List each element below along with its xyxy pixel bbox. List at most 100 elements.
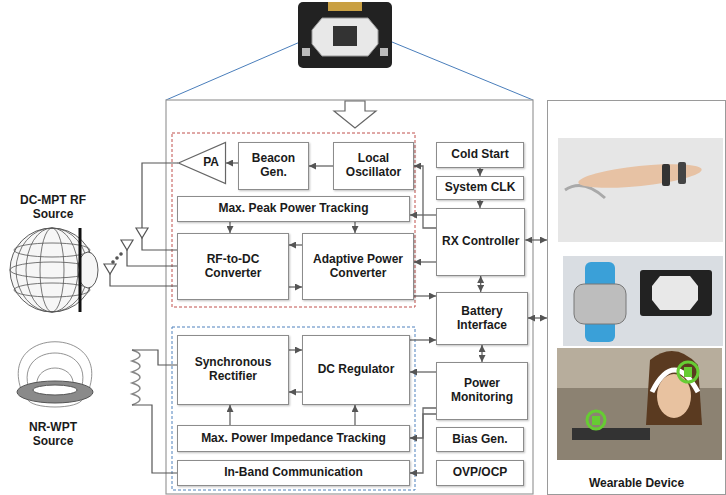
dipole bbox=[79, 228, 82, 312]
block-label: PA bbox=[203, 156, 219, 170]
block-label: Cold Start bbox=[451, 148, 508, 162]
component bbox=[380, 48, 388, 56]
photo-ground bbox=[558, 138, 723, 242]
block-label: RX Controller bbox=[442, 235, 519, 249]
charge-ring bbox=[678, 362, 698, 382]
watch-body bbox=[574, 284, 626, 324]
block-label: In-Band Communication bbox=[224, 466, 363, 480]
battery-icon bbox=[684, 367, 692, 377]
block-label: Battery Interface bbox=[440, 305, 524, 333]
signal-arrow bbox=[479, 168, 480, 176]
block-label: Synchronous Rectifier bbox=[181, 356, 285, 384]
antenna bbox=[136, 228, 148, 238]
block-label: Power Monitoring bbox=[440, 377, 524, 405]
coil-disc bbox=[17, 381, 93, 403]
battery-icon bbox=[592, 416, 600, 425]
chip bbox=[333, 26, 357, 46]
board bbox=[640, 270, 712, 316]
signal-arrow bbox=[480, 276, 481, 292]
signal-arrow bbox=[354, 222, 355, 233]
hollow-arrow bbox=[334, 101, 376, 128]
device-panel: Wearable Device bbox=[547, 100, 726, 495]
block-box: Cold Start bbox=[436, 142, 524, 168]
rf-group-outline bbox=[172, 133, 415, 307]
charge-ring bbox=[587, 411, 605, 429]
photo-ground bbox=[557, 348, 722, 460]
block-label: Local Oscillator bbox=[337, 152, 410, 180]
signal-arrow bbox=[229, 405, 230, 425]
dot bbox=[120, 253, 122, 255]
signal-arrow bbox=[289, 391, 302, 392]
block-label: Bias Gen. bbox=[452, 433, 507, 447]
dot bbox=[116, 257, 118, 259]
wire bbox=[110, 274, 177, 286]
photo-hand bbox=[558, 138, 723, 242]
block-box: Battery Interface bbox=[436, 292, 528, 345]
signal-arrow bbox=[414, 166, 436, 228]
signal-arrow bbox=[414, 295, 436, 296]
signal-arrow bbox=[289, 286, 302, 287]
block-box: DC Regulator bbox=[302, 335, 410, 405]
signal-arrow bbox=[525, 239, 547, 240]
block-box: System CLK bbox=[436, 176, 524, 200]
radiation-pattern bbox=[10, 228, 98, 312]
block-box: Adaptive Power Converter bbox=[302, 233, 414, 300]
signal-arrow bbox=[414, 261, 436, 262]
band bbox=[662, 164, 670, 186]
source-label: DC-MPT RF Source bbox=[16, 194, 90, 222]
hair bbox=[646, 351, 702, 425]
source-label: NR-WPT Source bbox=[16, 421, 90, 449]
block-label: Beacon Gen. bbox=[242, 152, 305, 180]
block-box: OVP/OCP bbox=[436, 460, 524, 486]
block-box: Beacon Gen. bbox=[238, 142, 309, 190]
triangle-shape bbox=[178, 142, 225, 183]
display bbox=[652, 276, 698, 310]
block-label: Max. Power Impedance Tracking bbox=[201, 432, 386, 446]
signal-arrow bbox=[410, 371, 436, 372]
signal-arrow bbox=[354, 405, 355, 425]
signal-arrow bbox=[229, 222, 230, 233]
amplifier-triangle: PA bbox=[178, 142, 226, 184]
block-label: Wearable Device bbox=[589, 477, 684, 491]
arm bbox=[577, 160, 702, 193]
block-box: Bias Gen. bbox=[436, 427, 524, 452]
signal-arrow bbox=[309, 165, 333, 166]
rx-coil bbox=[132, 350, 140, 405]
display bbox=[312, 18, 378, 56]
block-label: RF-to-DC Converter bbox=[181, 253, 285, 281]
block-label: OVP/OCP bbox=[453, 466, 508, 480]
signal-arrow bbox=[479, 200, 480, 208]
signal-arrow bbox=[410, 339, 436, 340]
signal-arrow bbox=[289, 349, 302, 350]
wire bbox=[132, 405, 177, 473]
block-box: Synchronous Rectifier bbox=[177, 335, 289, 405]
meridian bbox=[40, 228, 64, 312]
block-box: In-Band Communication bbox=[177, 460, 410, 486]
flex-connector bbox=[328, 2, 362, 11]
signal-arrow bbox=[410, 214, 436, 215]
block-box: Local Oscillator bbox=[333, 142, 414, 190]
sphere bbox=[10, 228, 94, 312]
block-box: Max. Power Impedance Tracking bbox=[177, 425, 410, 452]
block-box: Power Monitoring bbox=[436, 362, 528, 420]
coil-hole bbox=[33, 385, 77, 395]
module-box bbox=[166, 100, 533, 494]
board-photo bbox=[298, 2, 392, 68]
block-box: RX Controller bbox=[436, 208, 525, 276]
photo-watch bbox=[563, 256, 723, 346]
block-box: Max. Peak Power Tracking bbox=[177, 196, 410, 222]
wire bbox=[142, 163, 178, 228]
signal-arrow bbox=[528, 317, 547, 318]
block-label: Max. Peak Power Tracking bbox=[218, 202, 368, 216]
signal-arrow bbox=[226, 162, 238, 163]
photo-ground bbox=[563, 256, 723, 346]
wpt-source bbox=[17, 342, 177, 473]
meridian bbox=[26, 228, 78, 312]
wire bbox=[127, 250, 177, 266]
antenna bbox=[121, 240, 133, 250]
block-label: Adaptive Power Converter bbox=[306, 253, 410, 281]
block-label: DC Regulator bbox=[318, 363, 395, 377]
signal-arrow bbox=[289, 244, 302, 245]
zoom-line bbox=[392, 42, 533, 100]
tablet bbox=[572, 428, 650, 440]
